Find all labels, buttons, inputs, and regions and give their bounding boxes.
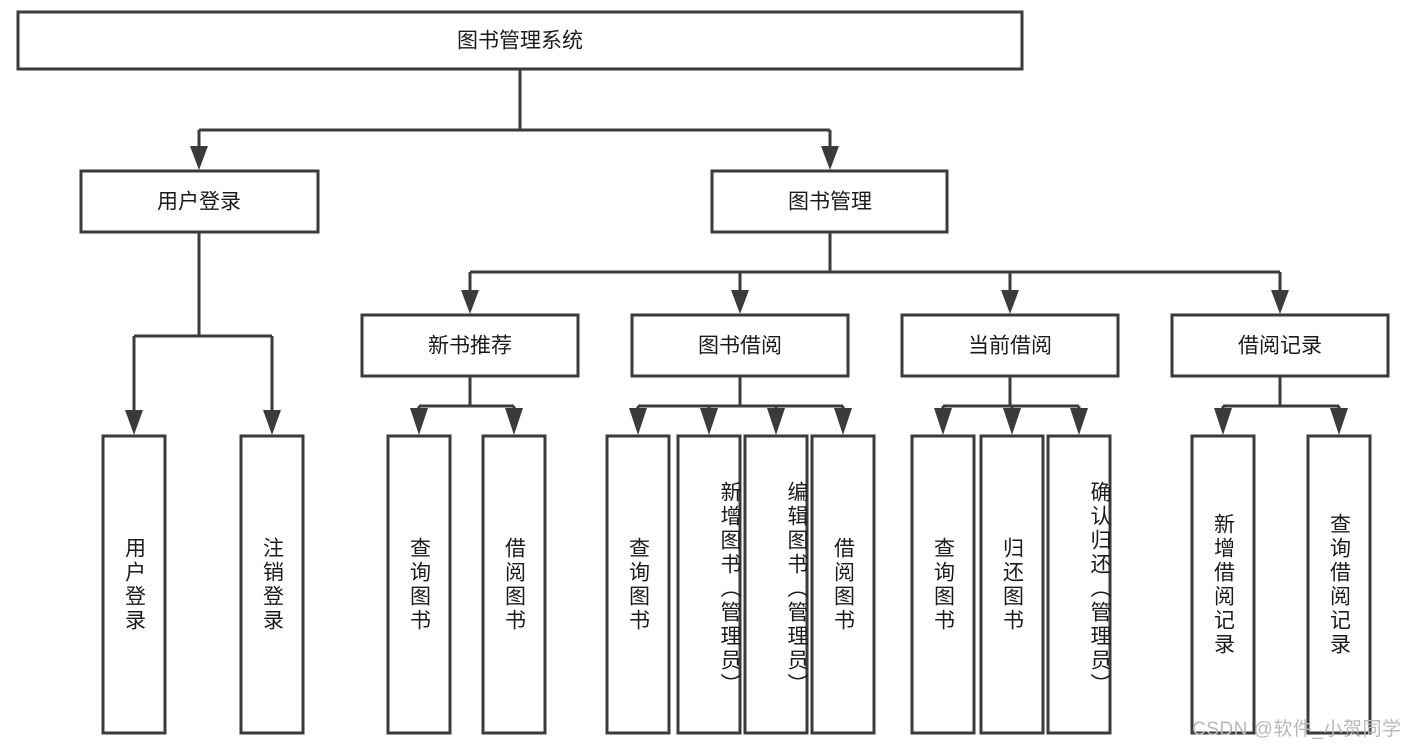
node-book-manage-label: 图书管理 (788, 191, 872, 214)
arrow-current-c3 (1070, 408, 1088, 435)
connectors-book-borrow-to-leaves (629, 376, 852, 435)
node-new-book-recommend-label: 新书推荐 (428, 335, 512, 358)
arrow-to-new-book-recommend (461, 290, 479, 314)
arrow-root-to-user-login (190, 146, 208, 170)
connectors-borrow-record-to-leaves (1214, 376, 1348, 435)
arrow-root-to-book-manage (821, 146, 839, 170)
node-new-book-recommend-box[interactable] (360, 313, 580, 378)
arrow-current-c2 (1003, 408, 1021, 435)
node-borrow-record-label: 借阅记录 (1238, 335, 1322, 358)
leaf-cur-query-book-box[interactable] (910, 434, 976, 735)
node-root[interactable]: 图书管理系统 (16, 10, 1024, 71)
arrow-user-login-right (263, 410, 281, 435)
node-root-box[interactable] (16, 10, 1024, 71)
arrow-to-book-borrow (731, 290, 749, 314)
leaf-user-logout-box[interactable] (239, 434, 305, 735)
node-root-label: 图书管理系统 (457, 30, 583, 53)
arrow-to-borrow-record (1271, 290, 1289, 314)
node-current-borrow-label: 当前借阅 (968, 335, 1052, 358)
node-current-borrow-box[interactable] (900, 313, 1120, 378)
connectors-user-login-to-leaves (125, 232, 281, 435)
leaf-boxes (101, 434, 1372, 735)
arrow-to-current-borrow (1001, 290, 1019, 314)
leaf-rd-query-record-box[interactable] (1306, 434, 1372, 735)
node-current-borrow[interactable]: 当前借阅 (900, 313, 1120, 378)
arrow-record-c1 (1214, 408, 1232, 435)
connectors-current-borrow-to-leaves (934, 376, 1088, 435)
node-book-manage-box[interactable] (710, 169, 949, 234)
leaf-bor-add-book-box[interactable] (676, 434, 742, 735)
connectors-root-to-level2 (190, 69, 839, 170)
arrow-borrow-c1 (629, 408, 647, 435)
leaf-rd-add-record-box[interactable] (1190, 434, 1256, 735)
node-book-borrow[interactable]: 图书借阅 (630, 313, 850, 378)
node-book-manage[interactable]: 图书管理 (710, 169, 949, 234)
leaf-bor-query-book-box[interactable] (605, 434, 671, 735)
csdn-watermark: CSDN @软件_小贺同学 (1192, 719, 1402, 740)
connectors-book-manage-to-level3 (461, 232, 1289, 314)
node-user-login-label: 用户登录 (157, 191, 241, 214)
node-new-book-recommend[interactable]: 新书推荐 (360, 313, 580, 378)
leaf-rec-borrow-book-box[interactable] (481, 434, 547, 735)
node-book-borrow-label: 图书借阅 (698, 335, 782, 358)
node-user-login[interactable]: 用户登录 (79, 169, 320, 234)
arrow-current-c1 (934, 408, 952, 435)
arrow-borrow-c3 (767, 408, 785, 435)
node-user-login-box[interactable] (79, 169, 320, 234)
leaf-rec-query-book-box[interactable] (386, 434, 452, 735)
leaf-bor-edit-book-box[interactable] (743, 434, 809, 735)
node-borrow-record[interactable]: 借阅记录 (1170, 313, 1390, 378)
arrow-record-c2 (1330, 408, 1348, 435)
arrow-user-login-left (125, 410, 143, 435)
arrow-borrow-c2 (700, 408, 718, 435)
node-borrow-record-box[interactable] (1170, 313, 1390, 378)
leaf-bor-borrow-book-box[interactable] (810, 434, 876, 735)
node-book-borrow-box[interactable] (630, 313, 850, 378)
arrow-recommend-c1 (410, 408, 428, 435)
connectors-new-book-recommend-to-leaves (410, 376, 523, 435)
arrow-recommend-c2 (505, 408, 523, 435)
arrow-borrow-c4 (834, 408, 852, 435)
leaf-cur-return-book-box[interactable] (979, 434, 1045, 735)
leaf-user-login-box[interactable] (101, 434, 167, 735)
leaf-cur-confirm-return-box[interactable] (1046, 434, 1112, 735)
